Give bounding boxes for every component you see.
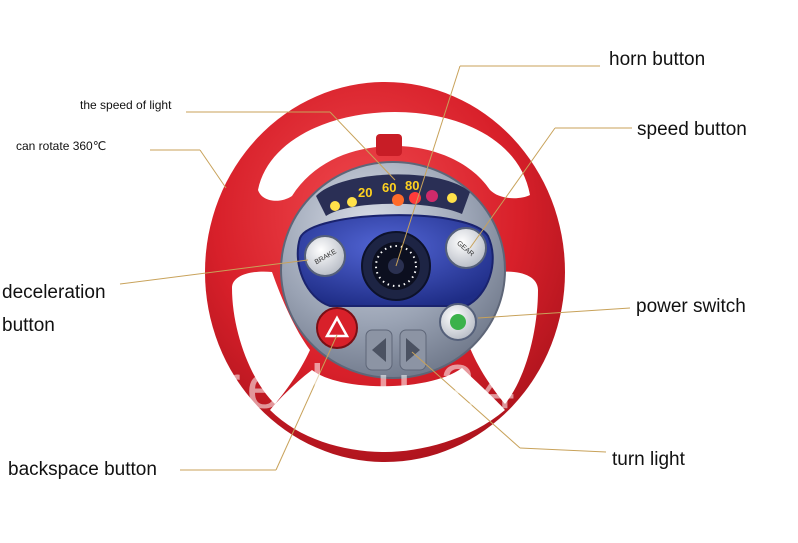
- display-light: [347, 197, 357, 207]
- turn-right-button[interactable]: [399, 329, 427, 371]
- speed-digit-60: 60: [382, 180, 396, 195]
- leader-rotate-2: [199, 149, 227, 189]
- leader-turn-2: [411, 351, 521, 449]
- leader-power: [477, 307, 631, 319]
- power-switch[interactable]: [439, 303, 477, 341]
- label-deceleration-line2: button: [2, 315, 55, 336]
- display-light: [409, 192, 421, 204]
- turn-left-button[interactable]: [365, 329, 393, 371]
- leader-horn-2: [395, 65, 461, 267]
- display-light: [392, 194, 404, 206]
- label-power-switch: power switch: [636, 296, 746, 317]
- leader-light-2: [329, 111, 396, 181]
- arrow-left-icon: [372, 338, 386, 362]
- display-light: [330, 201, 340, 211]
- label-speed-of-light: the speed of light: [80, 98, 172, 112]
- leader-lines: [119, 65, 632, 471]
- display-light: [426, 190, 438, 202]
- leader-back-2: [275, 334, 338, 471]
- leader-turn: [519, 447, 607, 453]
- label-speed-button: speed button: [637, 119, 747, 140]
- speed-digit-80: 80: [405, 178, 419, 193]
- label-deceleration-line1: deceleration: [2, 282, 106, 303]
- label-deceleration-button: deceleration button: [2, 276, 106, 342]
- label-turn-light: turn light: [612, 449, 685, 470]
- backspace-button[interactable]: [316, 307, 358, 349]
- display-light: [447, 193, 457, 203]
- speed-digit-20: 20: [358, 185, 372, 200]
- leader-speed-2: [469, 127, 556, 249]
- top-knob: [376, 134, 402, 156]
- label-rotate: can rotate 360℃: [16, 139, 107, 153]
- watermark-text: re l. u 24: [220, 353, 522, 422]
- label-horn-button: horn button: [609, 49, 706, 70]
- brake-button[interactable]: BRAKE: [304, 235, 346, 277]
- leader-decel: [119, 259, 309, 285]
- speed-button[interactable]: GEAR: [445, 227, 487, 269]
- label-backspace-button: backspace button: [8, 459, 157, 480]
- arrow-right-icon: [406, 338, 420, 362]
